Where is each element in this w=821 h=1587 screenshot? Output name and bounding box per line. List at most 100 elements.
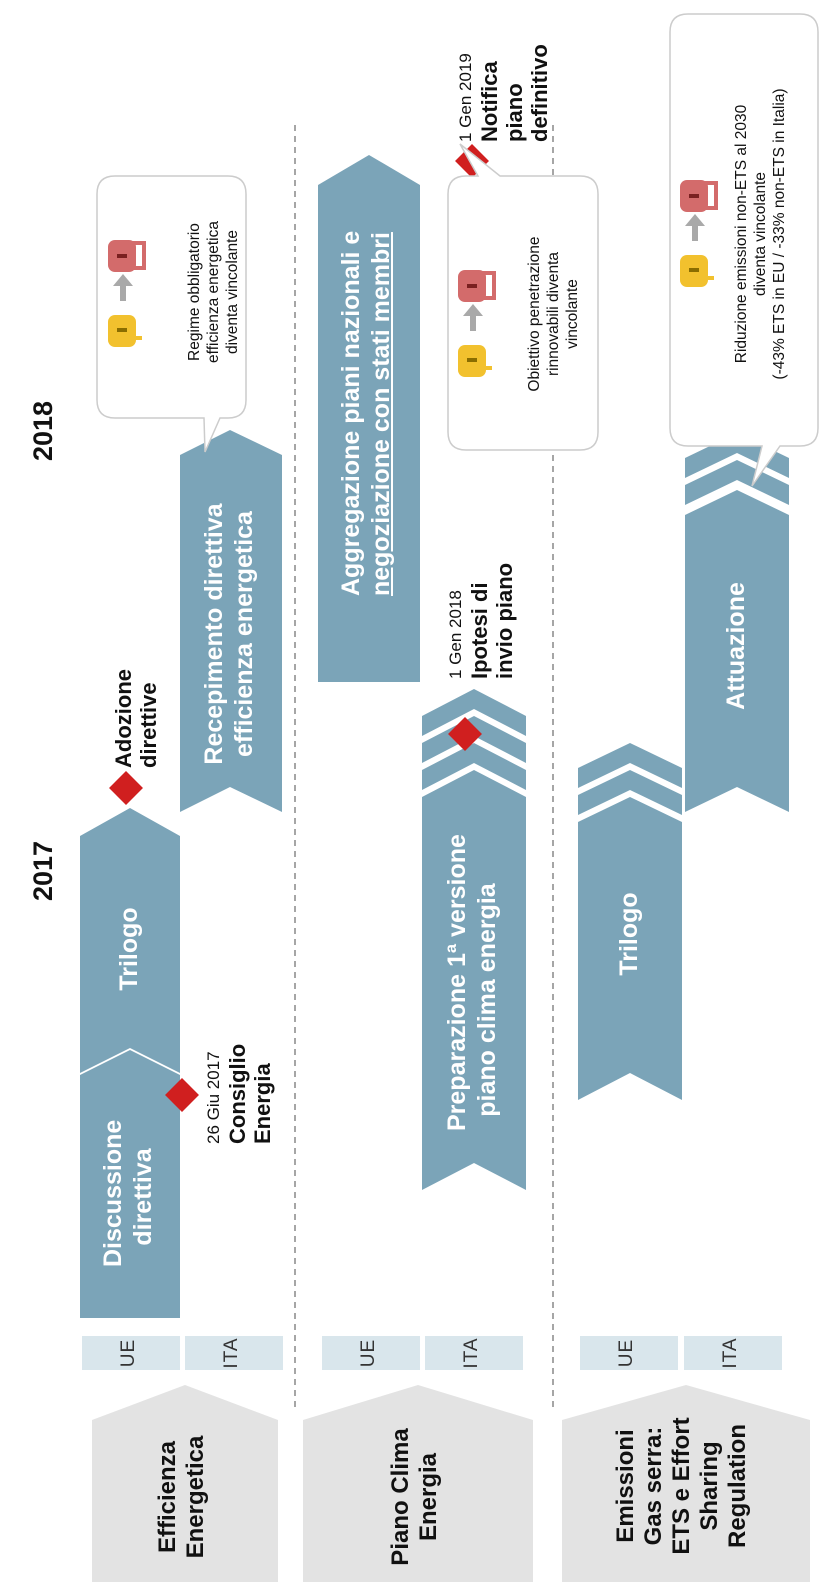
callout-rinnovabili — [447, 143, 599, 451]
chevron-row3-a — [578, 770, 682, 815]
tag-ita-label: ITA — [221, 1337, 242, 1369]
callout-line: (-43% ETS in EU / -33% non-ETS in Italia… — [771, 88, 788, 380]
category-line: Energetica — [182, 1435, 209, 1559]
callout-line: diventa vincolante — [752, 171, 769, 297]
category-line: Sharing — [696, 1441, 723, 1531]
callout-line: diventa vincolante — [224, 229, 241, 355]
arrow-text-trilogo-row3: Trilogo — [615, 892, 643, 976]
lock-open-icon — [458, 345, 492, 377]
category-line: Regulation — [724, 1424, 751, 1548]
year-label-2018: 2018 — [28, 400, 58, 462]
arrow-text-line: Preparazione 1ª versione — [443, 834, 471, 1131]
tag-ita-label: ITA — [720, 1337, 741, 1369]
category-tab-emissioni — [562, 1385, 810, 1582]
arrow-aggregazione — [318, 155, 420, 682]
milestone-date: 1 Gen 2018 — [446, 590, 465, 679]
chevron-row3-c — [685, 460, 789, 505]
tag-ita-row1 — [185, 1336, 283, 1370]
milestone-event-line: Notifica — [477, 61, 502, 142]
tag-ue-row3 — [580, 1336, 678, 1370]
arrow-text-discussione: Discussione direttiva — [98, 1119, 162, 1267]
arrow-text-line: direttiva — [129, 1148, 157, 1246]
chevron-row2-b — [422, 716, 526, 763]
arrow-preparazione — [422, 770, 526, 1190]
arrow-text-trilogo-row1: Trilogo — [115, 907, 143, 991]
arrow-recepimento — [180, 430, 282, 812]
callout-line: Regime obbligatorio — [186, 223, 203, 361]
tag-ita-row2 — [425, 1336, 523, 1370]
callout-line: efficienza energetica — [205, 221, 222, 363]
chevron-row2-c — [422, 689, 526, 736]
milestone-label-adozione: Adozione direttive — [111, 648, 167, 768]
category-line: Energia — [415, 1452, 442, 1542]
category-line: Efficienza — [154, 1440, 181, 1554]
milestone-ipotesi-invio — [448, 717, 482, 751]
milestone-event-line: definitivo — [527, 44, 552, 142]
milestone-label-consiglio: 26 Giu 2017 Consiglio Energia — [203, 1024, 279, 1144]
callout-line: Riduzione emissioni non-ETS al 2030 — [733, 104, 750, 364]
tag-ita-row3 — [684, 1336, 782, 1370]
tag-ita-label: ITA — [461, 1337, 482, 1369]
callout-line: vincolante — [564, 279, 581, 349]
milestone-consiglio-energia — [165, 1078, 199, 1112]
lock-open-icon — [680, 255, 714, 287]
arrow-text-line: Recepimento direttiva — [200, 503, 228, 765]
chevron-row2-a — [422, 743, 526, 790]
category-line: Emissioni — [612, 1429, 639, 1543]
arrow-text-attuazione: Attuazione — [722, 582, 750, 710]
lock-closed-icon — [108, 240, 146, 272]
arrow-text-line: Aggregazione piani nazionali e — [337, 230, 365, 596]
milestone-label-notifica: 1 Gen 2019 Notifica piano definitivo — [455, 22, 555, 142]
arrow-text-recepimento: Recepimento direttiva efficienza energet… — [199, 486, 263, 782]
milestone-label-ipotesi: 1 Gen 2018 Ipotesi di invio piano — [445, 549, 521, 679]
arrow-text-aggregazione: Aggregazione piani nazionali e negoziazi… — [336, 230, 402, 596]
category-piano-clima: Piano Clima Energia — [387, 1407, 449, 1587]
arrow-up-icon — [113, 274, 133, 301]
milestone-event-line: invio piano — [492, 562, 517, 679]
milestone-event-line: Consiglio — [225, 1043, 250, 1144]
tag-ue-label: UE — [118, 1338, 139, 1368]
tag-ue-row2 — [322, 1336, 420, 1370]
milestone-adozione-direttive — [109, 771, 143, 805]
chevron-row3-b — [578, 743, 682, 788]
category-line: Gas serra: — [640, 1426, 667, 1546]
lock-open-icon — [108, 315, 142, 347]
category-tab-efficienza — [92, 1385, 278, 1582]
callout-text-efficienza: Regime obbligatorio efficienza energetic… — [185, 202, 245, 382]
callout-line: rinnovabili diventa — [545, 251, 562, 377]
callout-emissioni — [669, 13, 819, 487]
arrow-trilogo-row1 — [80, 808, 180, 1073]
milestone-event-line: Ipotesi di — [467, 582, 492, 679]
callout-text-rinnovabili: Obiettivo penetrazione rinnovabili diven… — [525, 214, 585, 414]
arrow-text-preparazione: Preparazione 1ª versione piano clima ene… — [442, 834, 506, 1131]
milestone-event-line: direttive — [136, 682, 161, 768]
arrow-up-icon — [463, 304, 483, 331]
year-label-2017: 2017 — [28, 840, 58, 902]
arrow-text-line: negoziazione con stati membri — [367, 232, 395, 596]
arrow-discussione-direttiva — [80, 1050, 180, 1318]
tag-ue-label: UE — [358, 1338, 379, 1368]
lock-closed-icon — [458, 270, 496, 302]
arrow-text-line: Discussione — [99, 1119, 127, 1267]
category-line: ETS e Effort — [668, 1417, 695, 1555]
callout-line: Obiettivo penetrazione — [526, 236, 543, 392]
arrow-up-icon — [685, 214, 705, 241]
milestone-event-line: Adozione — [111, 669, 136, 768]
milestone-date: 1 Gen 2019 — [456, 53, 475, 142]
arrow-attuazione — [685, 490, 789, 812]
lock-closed-icon — [680, 180, 718, 212]
category-emissioni: Emissioni Gas serra: ETS e Effort Sharin… — [612, 1406, 762, 1566]
category-efficienza: Efficienza Energetica — [154, 1407, 216, 1587]
tag-ue-label: UE — [616, 1338, 637, 1368]
tag-ue-row1 — [82, 1336, 180, 1370]
milestone-event-line: Energia — [250, 1063, 275, 1144]
arrow-trilogo-row3 — [578, 797, 682, 1100]
arrow-text-line: efficienza energetica — [230, 511, 258, 757]
milestone-date: 26 Giu 2017 — [204, 1051, 223, 1144]
category-line: Piano Clima — [387, 1428, 414, 1566]
arrow-text-line: piano clima energia — [473, 883, 501, 1117]
milestone-event-line: piano — [502, 83, 527, 142]
category-tab-piano-clima — [303, 1385, 533, 1582]
callout-text-emissioni: Riduzione emissioni non-ETS al 2030 dive… — [732, 54, 792, 414]
